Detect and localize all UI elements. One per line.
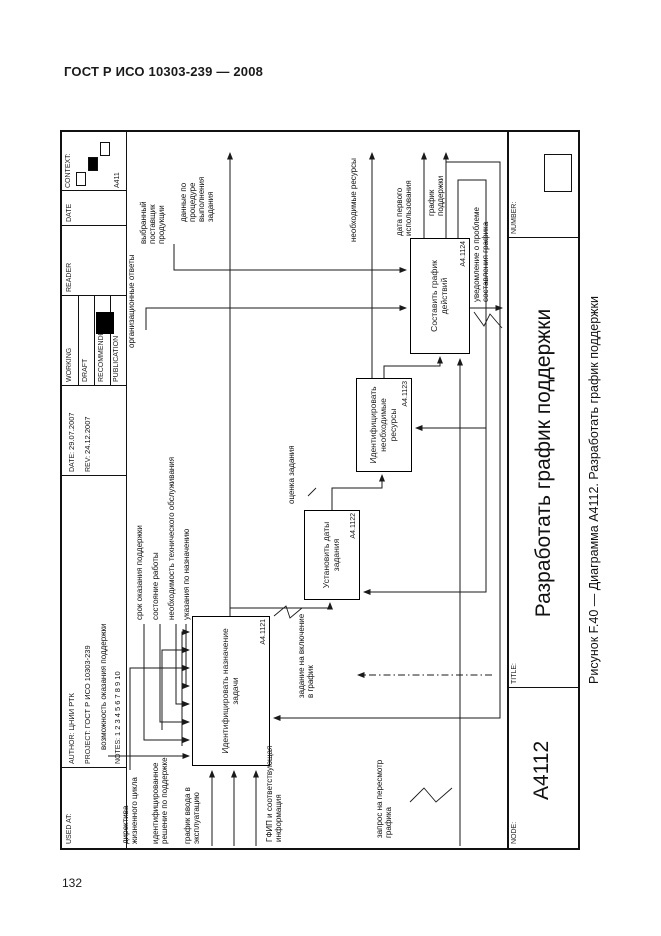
arrow-control-directive: [129, 665, 190, 770]
node-value: А4112: [530, 740, 553, 800]
label-schedule: график поддержки: [427, 175, 445, 216]
leader-estimate: [307, 487, 317, 497]
arrow-control-supplier: [173, 244, 407, 273]
rotated-diagram-sheet: USED AT: AUTHOR: ЦНИИ РТК PROJECT: ГОСТ …: [60, 130, 615, 850]
standard-header: ГОСТ Р ИСО 10303-239 — 2008: [64, 64, 264, 79]
activity-box-3-node: А4.1123: [401, 381, 409, 407]
arrow-control-work-status: [159, 624, 190, 725]
arrow-box2-to-box3: [331, 474, 385, 510]
zigzag-revision-request: [409, 787, 453, 803]
arrow-control-solution: [161, 647, 190, 730]
footer-divider: [507, 132, 509, 848]
number-box: [544, 154, 572, 192]
arrow-control-org-answers: [145, 305, 407, 330]
activity-box-4-label: Составить график действий: [429, 260, 449, 332]
activity-box-2-label: Установить даты задания: [321, 521, 341, 589]
activity-box-1-label: Идентифицировать назначение задачи: [220, 628, 240, 754]
activity-box-4: Составить график действий А4.1124: [410, 238, 470, 354]
activity-box-1-node: А4.1121: [259, 619, 267, 645]
arrow-control-maintenance: [175, 624, 190, 707]
idef0-form: USED AT: AUTHOR: ЦНИИ РТК PROJECT: ГОСТ …: [60, 130, 580, 850]
title-value: Разработать график поддержки: [532, 308, 555, 618]
label-task-request: задание на включение в график: [297, 613, 315, 698]
label-resources: необходимые ресурсы: [349, 158, 358, 242]
arrow-control-commissioning: [181, 629, 190, 746]
label-solution: идентифицированное решение по поддержке: [151, 757, 169, 844]
number-label: NUMBER:: [511, 201, 518, 234]
activity-box-2-node: А4.1122: [349, 513, 357, 539]
label-directive: директива жизненного цикла: [121, 777, 139, 844]
label-supplier: выбранный поставщик продукции: [139, 201, 166, 244]
label-estimate: оценка задания: [287, 445, 296, 504]
activity-box-3-label: Идентифицировать необходимые ресурсы: [368, 386, 398, 464]
label-commissioning: график ввода в эксплуатацию: [183, 787, 201, 844]
node-label: NODE:: [511, 821, 518, 844]
arrow-network: [108, 152, 503, 846]
label-period: срок оказания поддержки: [135, 525, 144, 620]
label-possibility: возможность оказания поддержки: [99, 623, 108, 750]
arrow-box1-to-box2: [230, 602, 333, 610]
arrow-control-period: [143, 624, 190, 743]
activity-box-3: Идентифицировать необходимые ресурсы А4.…: [356, 378, 412, 472]
label-maintenance: необходимость технического обслуживания: [167, 456, 176, 620]
arrow-control-purpose: [182, 624, 190, 689]
label-problem-notice: уведомление о проблеме составления графи…: [472, 207, 490, 302]
zigzag-task-request: [273, 605, 303, 619]
title-label: TITLE:: [511, 662, 518, 684]
label-proc-data: данные по процедуре выполнения задания: [179, 176, 215, 222]
label-purpose: указания по назначению: [182, 528, 191, 620]
arrow-feedback-box1: [273, 161, 501, 721]
activity-box-2: Установить даты задания А4.1122: [304, 510, 360, 600]
figure-caption: Рисунок F.40 — Диаграмма А4112. Разработ…: [587, 296, 601, 684]
arrow-feedback-box2: [363, 179, 487, 595]
activity-box-4-node: А4.1124: [459, 241, 467, 267]
label-work-status: состояние работы: [151, 552, 160, 620]
label-gfip: ГФИП и соответствующая информация: [265, 745, 283, 842]
zigzag-problem-notice: [473, 311, 503, 329]
label-org-answers: организационные ответы: [127, 254, 136, 348]
label-revision-request: запрос на пересмотр графика: [375, 759, 393, 838]
arrow-box3-to-box4: [383, 356, 443, 378]
label-first-use: дата первого использования: [395, 180, 413, 236]
activity-box-1: Идентифицировать назначение задачи А4.11…: [192, 616, 270, 766]
page-number: 132: [62, 876, 83, 890]
